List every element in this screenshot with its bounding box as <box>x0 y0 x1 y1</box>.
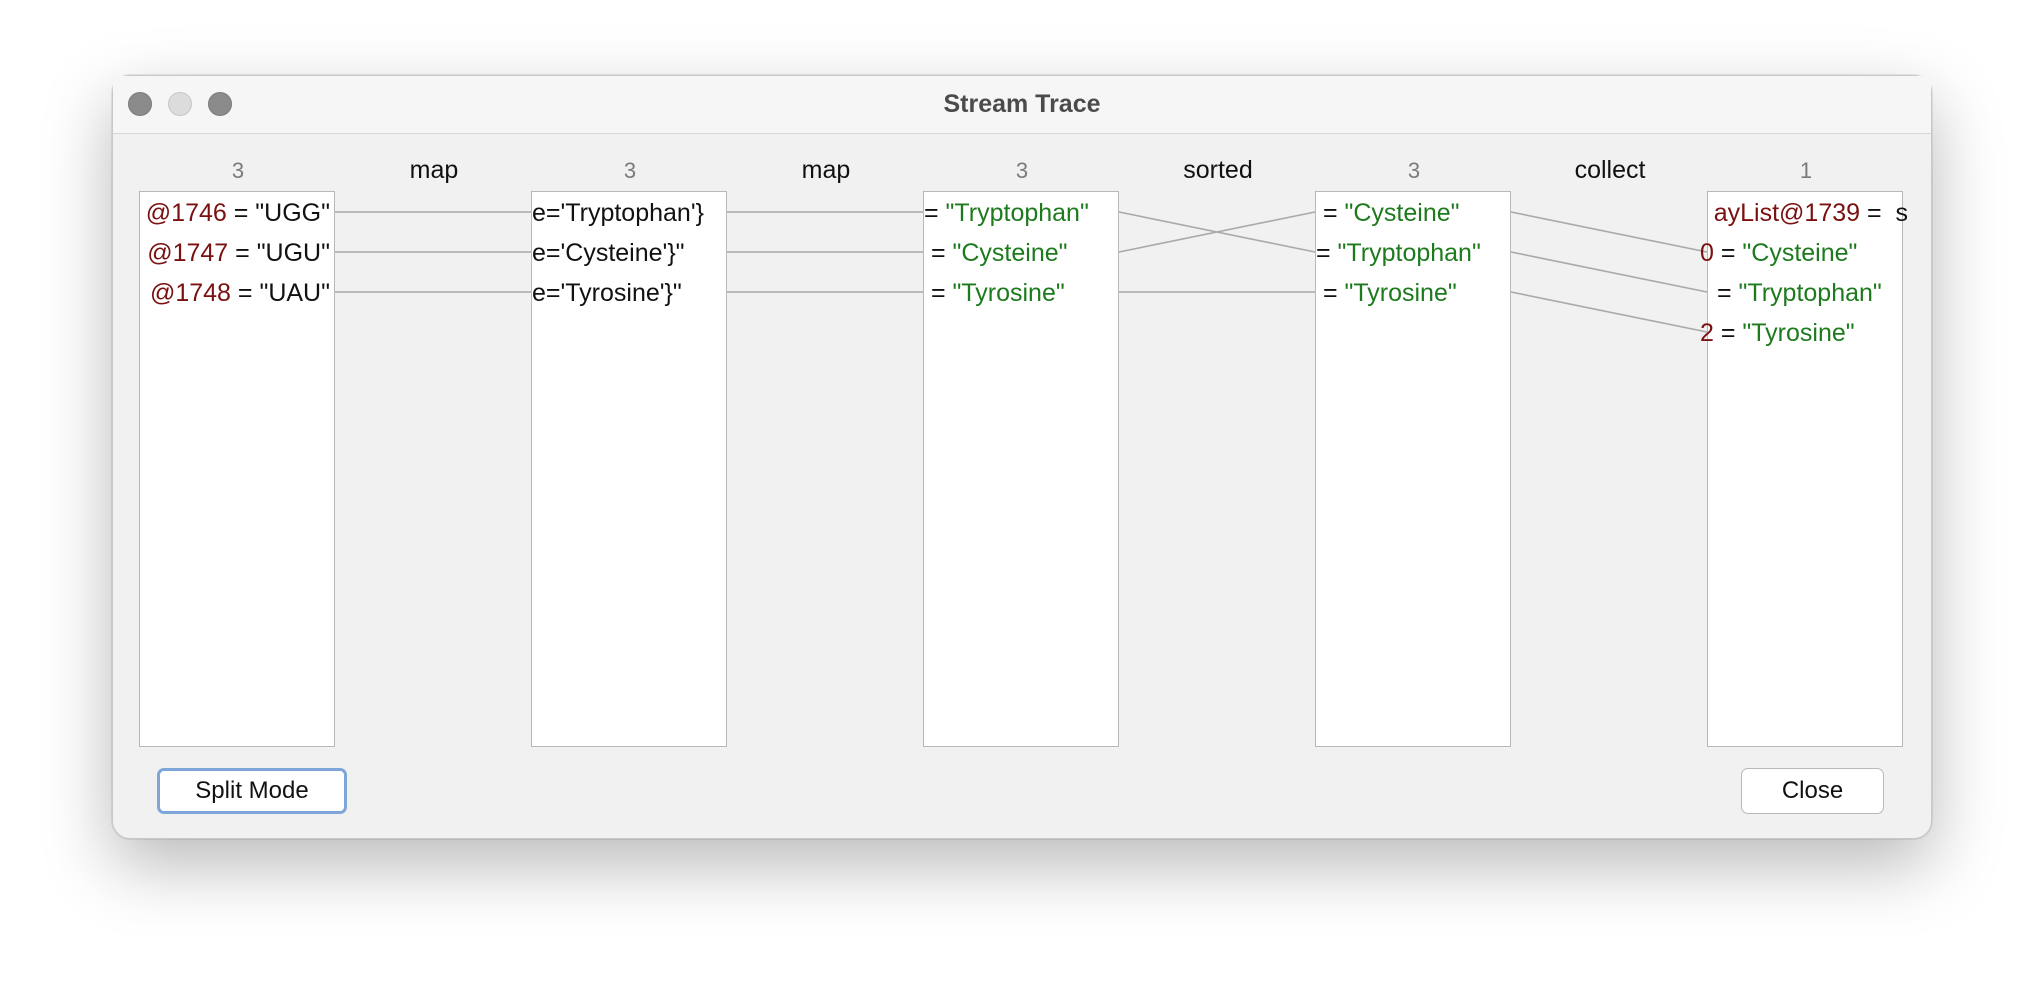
list-item[interactable]: = "Tyrosine" <box>1316 279 1457 307</box>
close-window-icon[interactable] <box>128 92 152 116</box>
list-item[interactable]: e='Cysteine'}" <box>532 239 685 267</box>
trace-link <box>1510 211 1708 253</box>
operation-label-collect: collect <box>1574 156 1646 184</box>
operation-label-map-1: map <box>409 156 459 184</box>
close-button[interactable]: Close <box>1741 768 1884 814</box>
split-mode-button[interactable]: Split Mode <box>157 768 347 814</box>
trace-column-source[interactable]: @1746 = "UGG" @1747 = "UGU" @1748 = "UAU… <box>139 191 335 747</box>
trace-link <box>1118 211 1316 253</box>
list-item[interactable]: ayList@1739 = s <box>1713 199 1908 227</box>
zoom-window-icon[interactable] <box>208 92 232 116</box>
minimize-window-icon[interactable] <box>168 92 192 116</box>
trace-column-map-2[interactable]: = "Tryptophan" = "Cysteine" = "Tyrosine" <box>923 191 1119 747</box>
list-item[interactable]: = "Tyrosine" <box>924 279 1065 307</box>
operation-label-map-2: map <box>801 156 851 184</box>
trace-link <box>1510 251 1708 293</box>
trace-column-collect[interactable]: ayList@1739 = s 0 = "Cysteine" = "Trypto… <box>1700 191 1908 747</box>
column-count-2: 3 <box>623 158 637 183</box>
column-count-1: 3 <box>231 158 245 183</box>
window-title: Stream Trace <box>943 90 1101 118</box>
title-bar: Stream Trace <box>113 76 1931 134</box>
list-item[interactable]: = "Tryptophan" <box>1316 239 1481 267</box>
column-count-3: 3 <box>1015 158 1029 183</box>
stream-trace-window: Stream Trace 3 3 3 3 1 map map sorted co… <box>112 75 1932 839</box>
list-item[interactable]: @1748 = "UAU" <box>149 279 330 307</box>
column-count-4: 3 <box>1407 158 1421 183</box>
list-item[interactable]: = "Tryptophan" <box>1710 279 1882 307</box>
trace-column-map-1[interactable]: e='Tryptophan'} e='Cysteine'}" e='Tyrosi… <box>531 191 727 747</box>
operation-label-sorted: sorted <box>1183 156 1253 184</box>
list-item[interactable]: 2 = "Tyrosine" <box>1700 319 1855 347</box>
column-count-5: 1 <box>1799 158 1813 183</box>
list-item[interactable]: 0 = "Cysteine" <box>1700 239 1858 267</box>
list-item[interactable]: e='Tryptophan'} <box>532 199 704 227</box>
list-item[interactable]: = "Tryptophan" <box>924 199 1089 227</box>
list-item[interactable]: = "Cysteine" <box>1316 199 1460 227</box>
list-item[interactable]: @1747 = "UGU" <box>147 239 330 267</box>
list-item[interactable]: e='Tyrosine'}" <box>532 279 682 307</box>
list-item[interactable]: = "Cysteine" <box>924 239 1068 267</box>
trace-column-sorted[interactable]: = "Cysteine" = "Tryptophan" = "Tyrosine" <box>1315 191 1511 747</box>
trace-link <box>1510 291 1708 333</box>
list-item[interactable]: @1746 = "UGG" <box>145 199 330 227</box>
trace-link <box>1118 211 1316 253</box>
